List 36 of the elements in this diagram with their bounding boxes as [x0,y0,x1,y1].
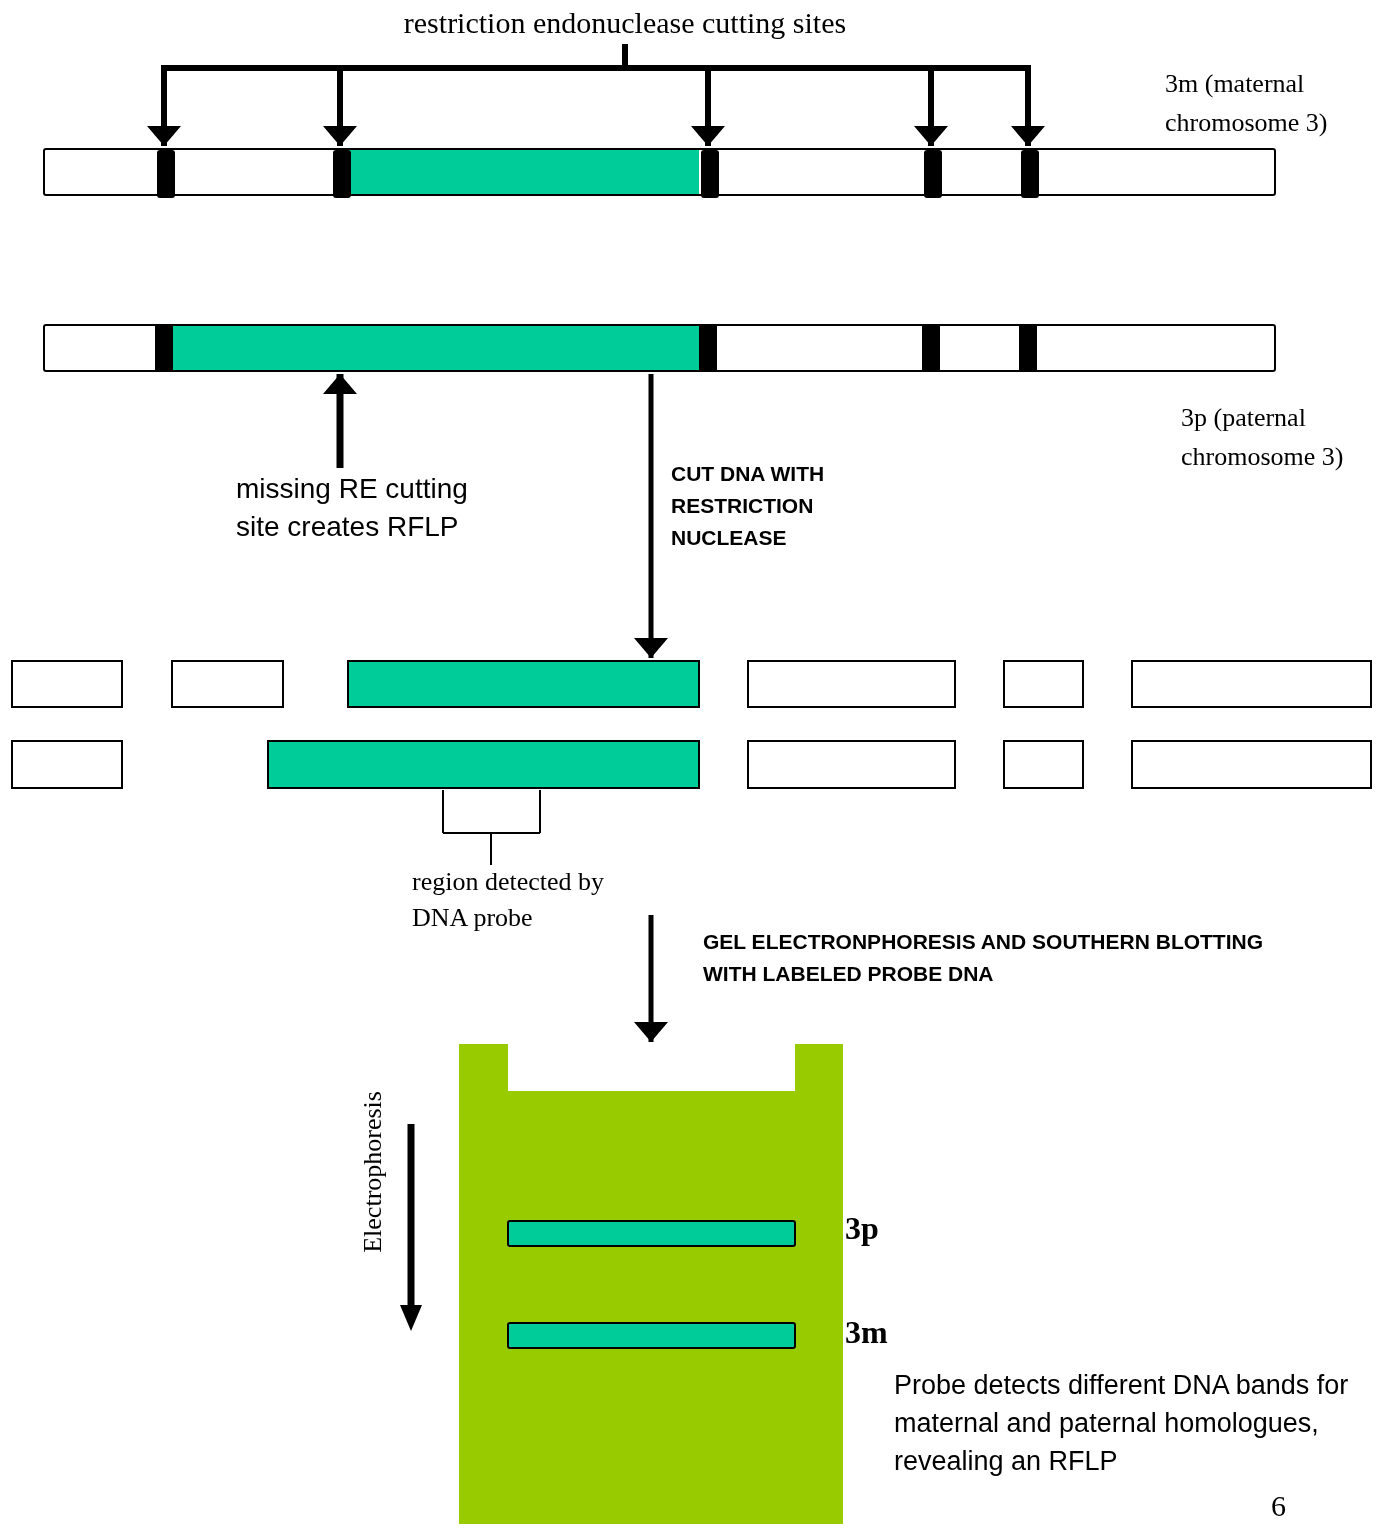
dna-fragment [11,740,123,789]
cutting-site-mark [333,150,351,198]
dna-fragment [171,660,284,708]
dna-fragment [747,740,956,789]
arrow [634,915,668,1042]
dna-fragment [1131,740,1372,789]
chromosome-label: 3p (paternal chromosome 3) [1181,402,1345,473]
cutting-site-mark [157,150,175,198]
axis-label: Electrophoresis [357,1090,389,1255]
band-label: 3m [845,1313,889,1352]
arrow [634,374,668,658]
edge-label: CUT DNA WITH RESTRICTION NUCLEASE [671,461,826,551]
cutting-site-mark [924,150,942,198]
gel-slab [459,1044,843,1524]
dna-fragment [11,660,123,708]
dna-fragment [267,740,700,789]
dna-fragment [347,660,700,708]
probe-label: region detected by DNA probe [412,866,606,935]
dna-fragment [1003,660,1084,708]
title-text: restriction endonuclease cutting sites [402,5,848,41]
leader-line [442,789,541,866]
chromosome-drawing [43,324,1276,372]
caption-text: Probe detects different DNA bands for maternal and paternal homologues, revealing an RFLP [894,1369,1350,1478]
chromosome-drawing [43,148,1276,196]
page-number: 6 [1271,1488,1287,1524]
dna-fragment [747,660,956,708]
dna-band [507,1322,796,1349]
cutting-site-mark [1021,150,1039,198]
edge-label: GEL ELECTRONPHORESIS AND SOUTHERN BLOTTING WITH LABELED PROBE DNA [703,929,1265,987]
chromosome-label: 3m (maternal chromosome 3) [1165,68,1329,139]
band-label: 3p [845,1209,880,1248]
dna-fragment [1003,740,1084,789]
note-text: missing RE cutting site creates RFLP [236,472,469,544]
cutting-site-mark [701,150,719,198]
dna-band [507,1220,796,1247]
dna-fragment [1131,660,1372,708]
